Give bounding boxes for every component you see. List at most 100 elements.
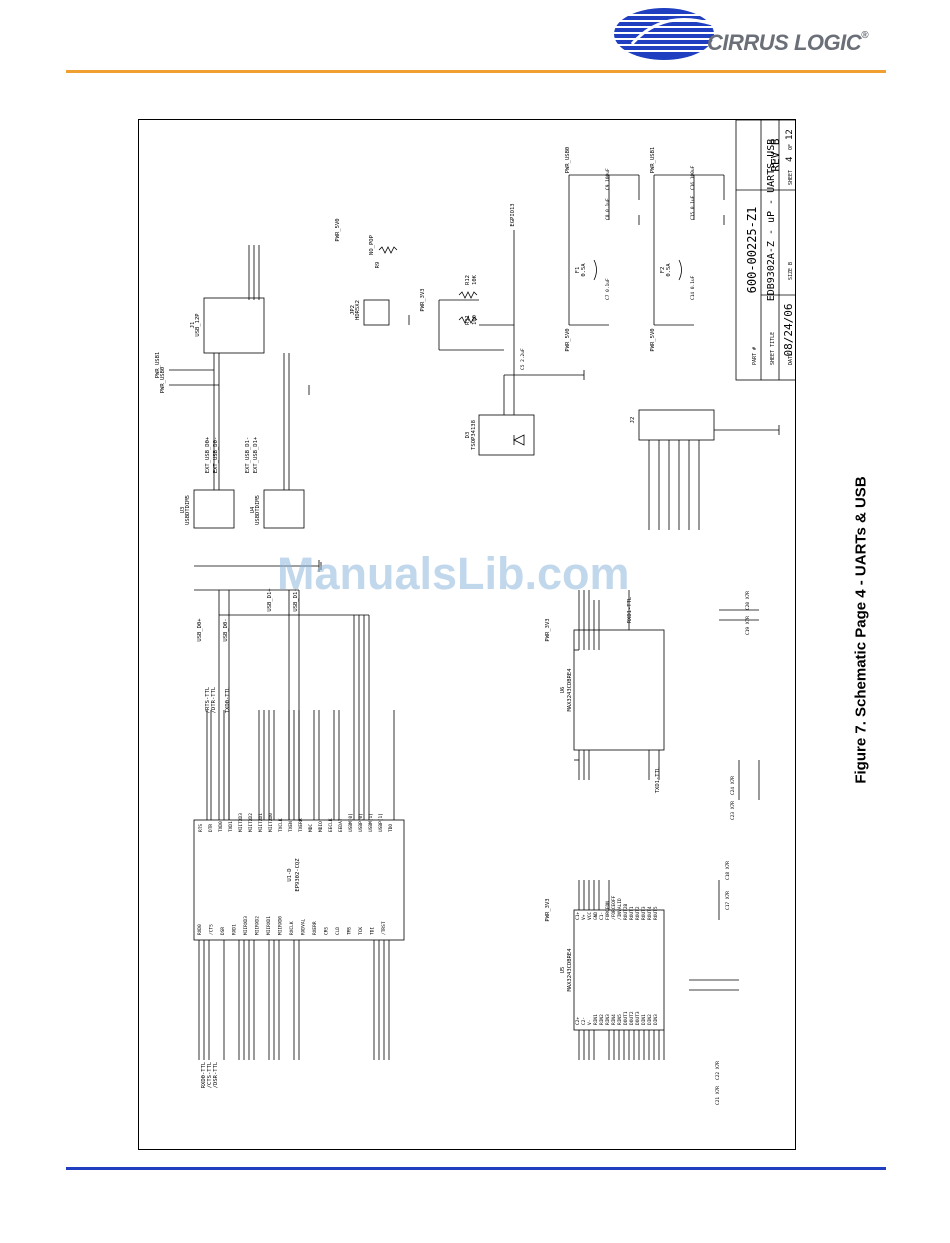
u4-part: USBDTDIM5: [255, 495, 261, 525]
u1_left_pins-pin-label: MIIRXD0: [278, 916, 284, 935]
u5_right_pins-pin-label: ROUT5: [653, 906, 659, 920]
net-dsr-ttl: /DSR-TTL: [213, 1061, 219, 1088]
u1_left_pins-pin-label: RXD1: [232, 924, 238, 935]
u5_right_pins-pin-label: C1-: [599, 912, 605, 920]
u1-part: EP9302-CQZ: [295, 858, 301, 892]
net-ext-usb-d0m: EXT_USB_D0-: [213, 437, 219, 473]
schematic-svg: REV B PART # 600-00225-Z1 SHEET TITLE ED…: [155, 120, 795, 1105]
date-label: DATE:: [788, 350, 794, 365]
sheet-title: EDB9302A-Z - uP - UARTS,USB: [766, 139, 777, 302]
u3-box: [193, 489, 235, 529]
u5_left_pins-pin-label: RIN3: [605, 1014, 611, 1025]
u3-ref: U3: [180, 507, 186, 514]
u1_right_pins-pin-label: EECLK: [328, 818, 334, 832]
u1_right_pins-pin-label: TXERR: [298, 818, 304, 832]
d3-box: [478, 414, 535, 456]
header-rule: [66, 70, 886, 73]
u5_right_pins-pin-label: FORCEON: [605, 901, 611, 920]
u5_right_pins-pin-label: ROUT1: [629, 906, 635, 920]
u1_right_pins-pin-label: EEDAT: [338, 818, 344, 832]
u1_left_pins-pin-label: TMS: [347, 927, 353, 935]
title-block-frame: [735, 120, 795, 381]
u5_left_pins-pin-label: DIN1: [641, 1014, 647, 1025]
u1_right_pins-pin-label: RTS: [198, 824, 204, 832]
sheet-of-label: OF: [788, 144, 794, 150]
cap-c18: C18 X7R: [725, 861, 731, 880]
cap-c9: C9 100uF: [605, 168, 611, 190]
net-pwr-usb1-right: PWR_USB1: [650, 147, 656, 174]
u5_left_pins-pin-label: DIN3: [653, 1014, 659, 1025]
d3-ref: D3: [465, 432, 471, 439]
net-usb-d1p: USB_D1+: [267, 588, 273, 612]
u5_left_pins-pin-label: DIN2: [647, 1014, 653, 1025]
u1_right_pins-pin-label: TXEN: [288, 821, 294, 832]
net-usb-d0m: USB_D0-: [223, 618, 229, 641]
u1_right_pins-pin-label: DTR: [208, 824, 214, 832]
r9-note: NO_POP: [369, 234, 375, 255]
u1_left_pins-pin-label: RXDVAL: [301, 918, 307, 935]
part-number: 600-00225-Z1: [745, 207, 759, 294]
u1_left_pins-pin-label: RXD0: [197, 924, 203, 935]
j2-box: [638, 409, 715, 441]
u5_right_pins-pin-label: C1+: [575, 912, 581, 920]
figure-caption: Figure 7. Schematic Page 4 - UARTs & USB: [851, 465, 871, 795]
u5_left_pins-pin-label: RIN1: [593, 1014, 599, 1025]
u5_right_pins-pin-label: /INVALID: [617, 898, 623, 920]
u1_right_pins-pin-label: MDIO: [318, 821, 324, 832]
u5_right_pins-pin-label: GND: [593, 912, 599, 920]
cap-c15: C15 0.1uF: [690, 195, 696, 220]
cirrus-logic-globe-logo: [612, 8, 716, 60]
u1_right_pins-pin-label: TXCLK: [278, 818, 284, 832]
u5-ref: U5: [560, 967, 566, 974]
sheet-title-label: SHEET TITLE: [770, 332, 776, 365]
schematic-drawing: REV B PART # 600-00225-Z1 SHEET TITLE ED…: [138, 119, 796, 1150]
u3-part: USBDTDIM5: [185, 495, 191, 525]
f1-ref: F1: [575, 267, 581, 274]
u1_right_pins-pin-label: MIITXD0: [268, 813, 274, 832]
u1_right_pins-pin-label: MDC: [308, 824, 314, 832]
u5_left_pins-pin-label: C2+: [575, 1017, 581, 1025]
net-pwr-usb0-left: PWR_USB0: [160, 367, 166, 394]
cap-c22: C22 X7R: [715, 1061, 721, 1080]
net-usb-d1m: USB_D1-: [293, 588, 299, 611]
logo-text: CIRRUS LOGIC®: [707, 30, 868, 55]
u1_right_pins-pin-label: MIITXD2: [248, 813, 254, 832]
u1_left_pins-pin-label: RXERR: [312, 921, 318, 935]
f1-value: 0.5A: [581, 263, 587, 277]
u5_left_pins-pin-label: DOUT3: [635, 1011, 641, 1025]
net-egpio13: EGPIO13: [510, 203, 516, 226]
net-pwr-3v3-u5: PWR_3V3: [545, 898, 551, 921]
u4-box: [263, 489, 305, 529]
u1_left_pins-pin-label: MIIRXD1: [266, 916, 272, 935]
cap-c16: C16 100uF: [690, 165, 696, 190]
cap-c17: C17 X7R: [725, 891, 731, 910]
net-pwr-5v0-f2: PWR_5V0: [650, 328, 656, 351]
cap-c7: C7 0.1uF: [605, 278, 611, 300]
sheet-label: SHEET: [788, 170, 794, 185]
j1-part: USB_12P: [195, 313, 201, 337]
u1_right_pins-pin-label: MIITXD1: [258, 813, 264, 832]
figure-caption-text: Figure 7. Schematic Page 4 - UARTs & USB: [852, 476, 870, 784]
f2-ref: F2: [660, 267, 666, 274]
cap-c14: C14 0.1uF: [690, 275, 696, 300]
j2-ref: J2: [630, 417, 636, 424]
u1_left_pins-pin-label: MIIRXD3: [243, 916, 249, 935]
u5_left_pins-pin-label: RIN5: [617, 1014, 623, 1025]
f2-value: 0.5A: [666, 263, 672, 277]
u5_right_pins-pin-label: /FORCEOFF: [611, 895, 617, 920]
u5_right_pins-pin-label: ROUT3: [641, 906, 647, 920]
u5_left_pins-pin-label: C2-: [581, 1017, 587, 1025]
u1_left_pins-pin-label: RXCLK: [289, 921, 295, 935]
cap-c23: C23 X7R: [730, 801, 736, 820]
u5_right_pins-pin-label: ROUT2B: [623, 903, 629, 920]
cap-c20: C20 X7R: [745, 591, 751, 610]
jp2-part: HDR5X2: [355, 300, 361, 320]
cap-c19: C19 X7R: [745, 616, 751, 635]
u6-ref: U6: [560, 687, 566, 694]
net-ext-usb-d0p: EXT_USB_D0+: [205, 436, 211, 473]
net-pwr-5v0-f1: PWR_5V0: [565, 328, 571, 351]
u1_left_pins-pin-label: /CTS: [209, 924, 215, 935]
